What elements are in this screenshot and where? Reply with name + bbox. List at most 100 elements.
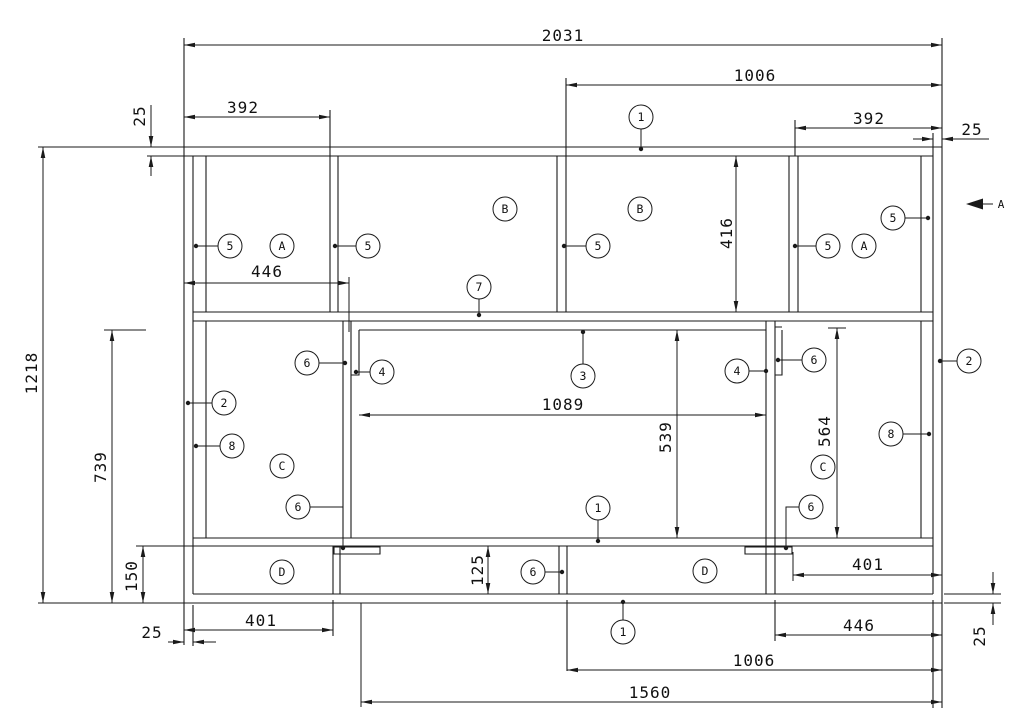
dim-opening-width: 1089: [359, 395, 766, 418]
balloon-8-left: 8: [193, 433, 245, 459]
dim-150-label: 150: [122, 560, 141, 592]
balloon-d-left: D: [269, 559, 295, 585]
dim-446-top-label: 446: [251, 262, 283, 281]
dim-top-left-25: 25: [130, 105, 154, 176]
balloon-5-2-label: 5: [365, 239, 372, 253]
balloon-2-left: 2: [185, 390, 237, 416]
dim-739-label: 739: [91, 451, 110, 483]
balloon-5-1-label: 5: [227, 239, 234, 253]
dim-bottom-left-401-label: 401: [245, 611, 277, 630]
dim-564: 564: [815, 328, 840, 538]
balloon-2-right-label: 2: [966, 354, 973, 368]
balloon-4-left: 4: [353, 359, 395, 385]
dim-bottom-left-25-label: 25: [141, 623, 162, 642]
dim-top-right-25-label: 25: [961, 120, 982, 139]
dim-416: 416: [717, 156, 739, 312]
dim-416-label: 416: [717, 217, 736, 249]
balloon-b-right-label: B: [637, 202, 644, 216]
dim-overall-width: 2031: [184, 26, 942, 48]
balloon-1-mid-label: 1: [595, 501, 602, 515]
dim-bottom-right-446: 446: [775, 616, 942, 638]
dim-bottom-1006-label: 1006: [733, 651, 776, 670]
dim-739: 739: [91, 330, 115, 603]
dim-overall-height: 1218: [22, 147, 46, 603]
section-marker-label: A: [998, 198, 1005, 211]
balloon-d-left-label: D: [279, 565, 286, 579]
balloon-a-left: A: [269, 233, 295, 259]
balloon-6-bottom-left-label: 6: [295, 500, 302, 514]
dim-1560-label: 1560: [629, 683, 672, 702]
balloon-8-left-label: 8: [229, 439, 236, 453]
balloon-6-bottom-right: 6: [783, 494, 824, 551]
balloon-6-top-left-label: 6: [304, 356, 311, 370]
dim-125-label: 125: [468, 554, 487, 586]
balloon-8-right: 8: [878, 421, 932, 447]
balloon-7: 7: [466, 274, 492, 318]
balloon-c-right: C: [810, 454, 836, 480]
balloon-b-left-label: B: [502, 202, 509, 216]
dim-564-label: 564: [815, 415, 834, 447]
balloon-b-left: B: [492, 196, 518, 222]
balloon-6-bottom-center: 6: [520, 559, 565, 585]
balloon-5-4: 5: [792, 233, 841, 259]
section-arrow-icon: [966, 198, 983, 210]
dim-125: 125: [468, 546, 491, 594]
balloon-4-right-label: 4: [734, 364, 741, 378]
balloon-3-label: 3: [580, 369, 587, 383]
balloon-a-left-label: A: [279, 239, 286, 253]
balloon-5-2: 5: [332, 233, 381, 259]
dim-bottom-right-401-label: 401: [852, 555, 884, 574]
dim-top-right-25: 25: [913, 120, 989, 142]
balloon-6-top-left: 6: [294, 350, 348, 376]
frame-horizontal-members: [38, 146, 942, 604]
frame-structure: [38, 38, 1001, 708]
dim-bottom-1006: 1006: [567, 651, 942, 673]
balloon-6-bottom-center-label: 6: [530, 565, 537, 579]
balloon-c-left-label: C: [279, 459, 286, 473]
dim-446-top: 446: [184, 262, 349, 286]
dim-bottom-right-25: 25: [970, 572, 996, 647]
balloon-b-right: B: [627, 196, 653, 222]
dim-overall-height-label: 1218: [22, 352, 41, 395]
corner-tabs-and-brackets: [333, 326, 793, 555]
balloon-1-bottom: 1: [610, 599, 636, 645]
balloon-5-1: 5: [193, 233, 243, 259]
dim-top-left-392: 392: [184, 98, 330, 120]
dim-top-left-392-label: 392: [227, 98, 259, 117]
extension-lines: [104, 277, 1001, 707]
balloon-1-top: 1: [628, 104, 654, 152]
dim-bottom-right-25-label: 25: [970, 625, 989, 646]
dim-top-1006: 1006: [566, 66, 942, 88]
balloon-c-right-label: C: [820, 460, 827, 474]
section-marker-a: A: [966, 198, 1005, 211]
dim-1560: 1560: [361, 683, 942, 705]
balloon-5-3-label: 5: [595, 239, 602, 253]
dim-bottom-left-401: 401: [184, 611, 333, 633]
balloon-7-label: 7: [476, 280, 483, 294]
balloon-5-5-label: 5: [890, 211, 897, 225]
dim-top-1006-label: 1006: [734, 66, 777, 85]
balloon-5-5: 5: [880, 205, 931, 231]
frame-vertical-members: [183, 38, 943, 708]
balloon-8-right-label: 8: [888, 427, 895, 441]
balloon-3: 3: [570, 329, 596, 389]
balloon-a-right: A: [851, 233, 877, 259]
dim-top-right-392: 392: [795, 109, 942, 131]
balloon-1-bottom-label: 1: [620, 625, 627, 639]
dim-opening-height-label: 539: [656, 421, 675, 453]
balloon-4-left-label: 4: [379, 365, 386, 379]
balloon-d-right: D: [692, 558, 718, 584]
dim-opening-height: 539: [656, 330, 680, 538]
balloon-2-left-label: 2: [221, 396, 228, 410]
balloon-d-right-label: D: [702, 564, 709, 578]
balloon-1-top-label: 1: [638, 110, 645, 124]
dim-bottom-left-25: 25: [141, 623, 216, 645]
balloon-2-right: 2: [937, 348, 982, 374]
dim-150: 150: [122, 546, 146, 603]
balloon-a-right-label: A: [861, 239, 868, 253]
balloon-6-bottom-left: 6: [285, 494, 346, 551]
balloon-1-mid: 1: [585, 495, 611, 544]
dim-overall-width-label: 2031: [542, 26, 585, 45]
